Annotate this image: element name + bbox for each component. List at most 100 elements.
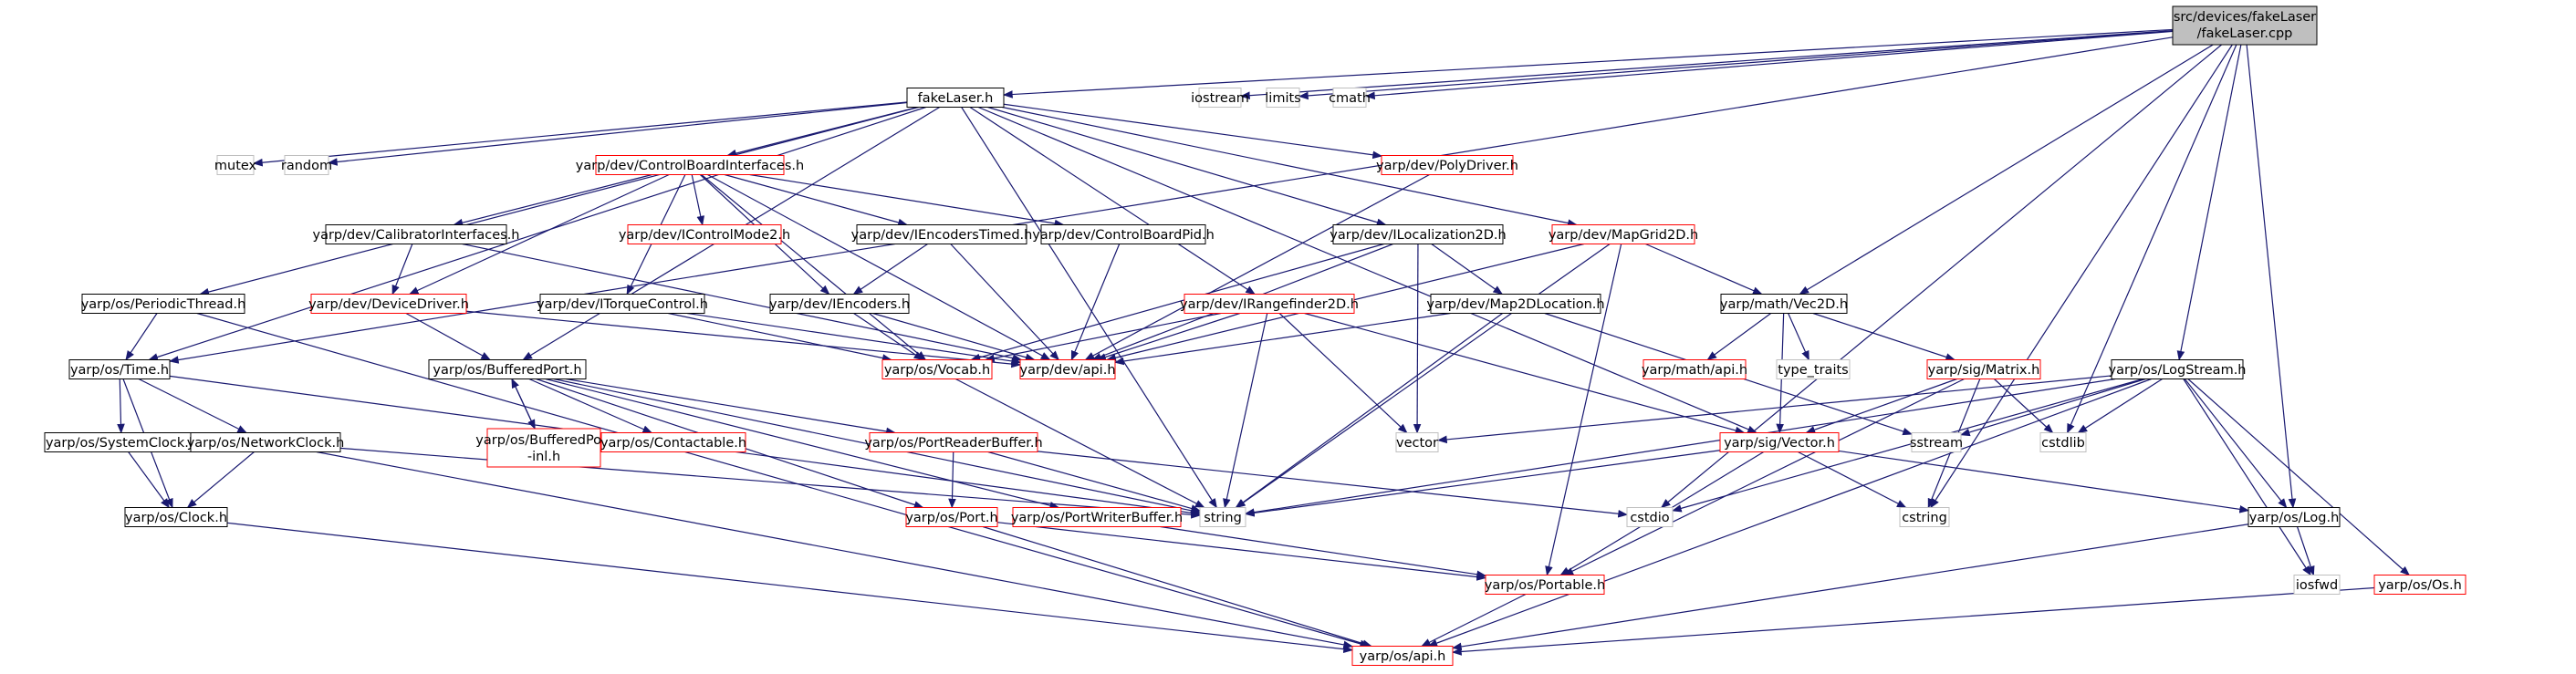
node-box [190, 432, 341, 452]
node-iencoderstimed[interactable]: yarp/dev/IEncodersTimed.h [851, 224, 1033, 244]
node-bufferedport[interactable]: yarp/os/BufferedPort.h [428, 359, 587, 379]
edge-calibratorinterfaces-to-dev_api [462, 243, 1023, 362]
node-limits[interactable]: limits [1265, 88, 1301, 108]
node-portable[interactable]: yarp/os/Portable.h [1485, 575, 1605, 595]
node-calibratorinterfaces[interactable]: yarp/dev/CalibratorInterfaces.h [312, 224, 520, 244]
edge-iencoderstimed-to-iencoders [852, 244, 928, 296]
node-dev-api[interactable]: yarp/dev/api.h [1019, 359, 1116, 379]
edge-irangefinder2d-to-vector [1304, 312, 1746, 435]
node-time[interactable]: yarp/os/Time.h [68, 359, 171, 379]
edge-log-to-os_api [1451, 524, 2249, 651]
edge-irangefinder2d-to-dev_api [1096, 312, 1240, 361]
node-itorquecontrol[interactable]: yarp/dev/ITorqueControl.h [537, 294, 708, 314]
node-networkclock[interactable]: yarp/os/NetworkClock.h [187, 432, 345, 452]
edge-devicedriver-to-dev_api [465, 310, 1022, 368]
node-vocab[interactable]: yarp/os/Vocab.h [881, 359, 993, 379]
node-controlboardpid[interactable]: yarp/dev/ControlBoardPid.h [1032, 224, 1215, 244]
edge-fakelaser_h-to-time [148, 106, 926, 361]
node-vector[interactable]: yarp/sig/Vector.h [1719, 432, 1840, 452]
edge-controlboardinterfaces-to-icontrolmode2 [691, 174, 705, 226]
node-controlboardinterfaces[interactable]: yarp/dev/ControlBoardInterfaces.h [576, 155, 804, 175]
node-mapgrid2d[interactable]: yarp/dev/MapGrid2D.h [1549, 224, 1698, 244]
edge-vec2d-to-math_api [1706, 313, 1772, 361]
node-label: string [1204, 511, 1242, 525]
node-iostream[interactable]: iostream [1191, 88, 1249, 108]
node-cmath[interactable]: cmath [1329, 88, 1371, 108]
node-string[interactable]: string [1199, 507, 1246, 527]
edge-logstream-to-cstdlib [2077, 378, 2163, 434]
node-os-api[interactable]: yarp/os/api.h [1351, 646, 1454, 666]
node-map2dlocation[interactable]: yarp/dev/Map2DLocation.h [1426, 294, 1605, 314]
node-box [1184, 294, 1355, 314]
node-clock[interactable]: yarp/os/Clock.h [124, 507, 228, 527]
edge-logstream-to-string [1244, 378, 2116, 516]
node-box [124, 507, 228, 527]
node-os[interactable]: yarp/os/Os.h [2373, 575, 2466, 595]
node-box [881, 359, 993, 379]
node-type-traits[interactable]: type_traits [1776, 359, 1851, 379]
node-box [1199, 507, 1246, 527]
node-label: yarp/math/api.h [1642, 363, 1747, 378]
node-logstream[interactable]: yarp/os/LogStream.h [2109, 359, 2247, 379]
node-label: yarp/os/Portable.h [1485, 578, 1605, 593]
node-cstdio[interactable]: cstdio [1626, 507, 1674, 527]
node-box [1926, 359, 2041, 379]
edge-periodicthread-to-os_api [196, 312, 1371, 648]
edge-map2dlocation-to-dev_api [1113, 312, 1451, 366]
node-iencoders[interactable]: yarp/dev/IEncoders.h [769, 294, 910, 314]
node-label: vector [1396, 436, 1438, 451]
edge-log-to-iosfwd [2296, 526, 2315, 576]
node-devicedriver[interactable]: yarp/dev/DeviceDriver.h [308, 294, 469, 314]
node-irangefinder2d[interactable]: yarp/dev/IRangefinder2D.h [1180, 294, 1359, 314]
node-icontrolmode2[interactable]: yarp/dev/IControlMode2.h [619, 224, 790, 244]
edge-os-to-os_api [1451, 586, 2375, 656]
edge-iencoders-to-dev_api [872, 312, 1036, 361]
node-matrix[interactable]: yarp/sig/Matrix.h [1926, 359, 2041, 379]
edge-mapgrid2d-to-vec2d [1645, 243, 1763, 296]
node-sstream[interactable]: sstream [1910, 432, 1963, 452]
node-random[interactable]: random [281, 155, 332, 175]
node-math-api[interactable]: yarp/math/api.h [1642, 359, 1747, 379]
node-box [1198, 88, 1242, 108]
node-portwriterbuffer[interactable]: yarp/os/PortWriterBuffer.h [1011, 507, 1183, 527]
node-log[interactable]: yarp/os/Log.h [2247, 507, 2341, 527]
node-box [1266, 88, 1300, 108]
node-polydriver[interactable]: yarp/dev/PolyDriver.h [1376, 155, 1518, 175]
node-label: yarp/os/NetworkClock.h [187, 436, 345, 451]
node-mutex[interactable]: mutex [214, 155, 257, 175]
node-label: yarp/os/api.h [1360, 649, 1446, 664]
edge-port-to-os_api [982, 525, 1372, 648]
edge-vector-to-log [1838, 450, 2250, 513]
node-port[interactable]: yarp/os/Port.h [905, 507, 998, 527]
node-label: cstdio [1630, 511, 1669, 525]
node-label: cmath [1329, 91, 1371, 106]
node-label: yarp/dev/ControlBoardPid.h [1032, 228, 1215, 243]
edge-irangefinder2d-to-vocab [985, 312, 1222, 362]
node-cstdlib[interactable]: cstdlib [2039, 432, 2087, 452]
node-box [1012, 507, 1182, 527]
node-ilocalization2d[interactable]: yarp/dev/ILocalization2D.h [1330, 224, 1507, 244]
node-label: yarp/dev/DeviceDriver.h [308, 297, 469, 312]
node-periodicthread[interactable]: yarp/os/PeriodicThread.h [81, 294, 246, 314]
node-label: yarp/os/LogStream.h [2109, 363, 2247, 378]
node-label: iostream [1191, 91, 1249, 106]
node-vec2d[interactable]: yarp/math/Vec2D.h [1720, 294, 1848, 314]
node-label: yarp/dev/IControlMode2.h [619, 228, 790, 243]
node-label: yarp/os/Port.h [905, 511, 997, 525]
node-label: yarp/dev/Map2DLocation.h [1426, 297, 1604, 312]
node-iosfwd[interactable]: iosfwd [2293, 575, 2341, 595]
edge-portreaderbuffer-to-port [948, 451, 956, 509]
node-bufferedport-inl[interactable]: yarp/os/BufferedPort-inl.h [475, 428, 612, 468]
node-cstring[interactable]: cstring [1899, 507, 1950, 527]
edge-fakelaser_h-to-random [327, 101, 908, 166]
node-label: yarp/os/BufferedPort [475, 433, 612, 448]
edge-ilocalization2d-to-vector [1413, 244, 1422, 434]
root-node[interactable]: src/devices/fakeLaser /fakeLaser.cpp [2172, 5, 2318, 46]
node-fakelaser-h[interactable]: fakeLaser.h [906, 88, 1005, 108]
node-portreaderbuffer[interactable]: yarp/os/PortReaderBuffer.h [864, 432, 1043, 452]
node-box [595, 155, 785, 175]
node-systemclock[interactable]: yarp/os/SystemClock.h [44, 432, 199, 452]
node-contactable[interactable]: yarp/os/Contactable.h [600, 432, 746, 452]
node-vector[interactable]: vector [1395, 432, 1439, 452]
